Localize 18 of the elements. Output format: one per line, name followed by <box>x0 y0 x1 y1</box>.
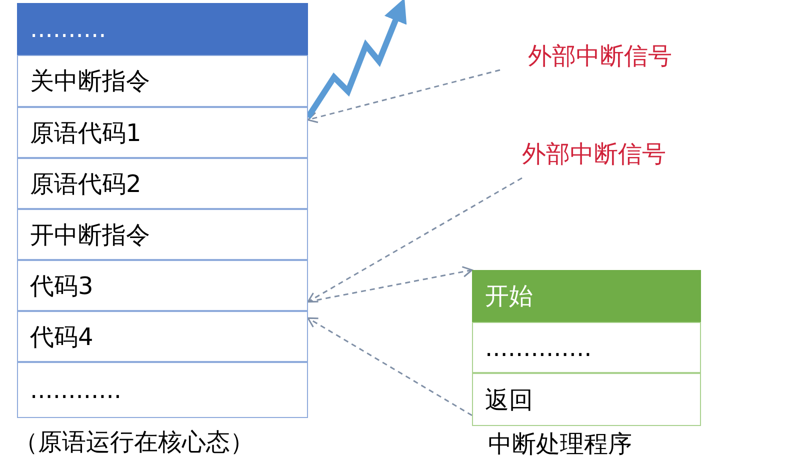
table-row: .............. <box>472 322 701 373</box>
table-row: 关中断指令 <box>17 55 308 107</box>
signal-label: 外部中断信号 <box>500 36 700 76</box>
caption-text: （原语运行在核心态） <box>14 430 254 454</box>
table-row: 原语代码2 <box>17 158 308 209</box>
signal-label: 外部中断信号 <box>494 134 694 174</box>
table-header-row: 开始 <box>472 270 701 322</box>
dashed-arrow <box>307 317 472 416</box>
table-row: 返回 <box>472 373 701 426</box>
caption-text: 中断处理程序 <box>488 432 632 456</box>
table-row: 代码3 <box>17 260 308 311</box>
dashed-arrow <box>307 177 522 303</box>
table-row: 原语代码1 <box>17 107 308 158</box>
table-row: 代码4 <box>17 311 308 362</box>
dashed-arrow <box>307 69 500 124</box>
table-row: ............ <box>17 362 308 418</box>
table-row: 开中断指令 <box>17 209 308 260</box>
table-header-row: .......... <box>17 3 308 55</box>
